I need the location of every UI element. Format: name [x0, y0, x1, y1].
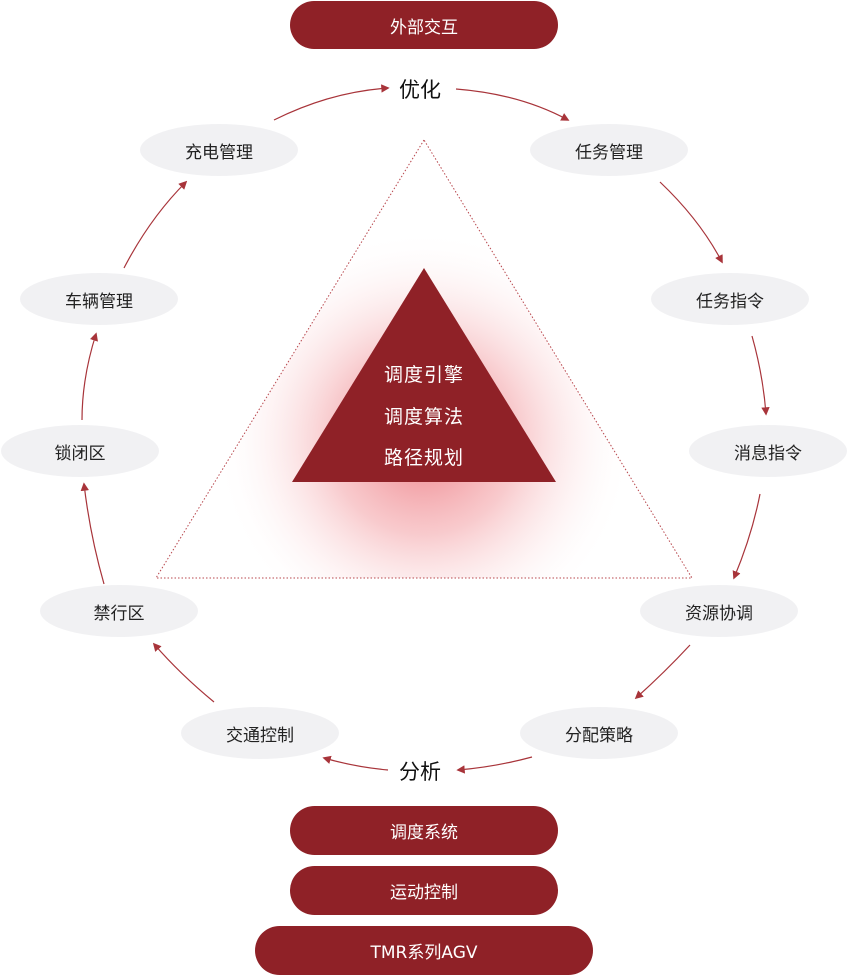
arrow-analyze-to-traffic: [322, 755, 389, 771]
core-line-engine: 调度引擎: [383, 364, 464, 386]
node-allocation-strategy: 分配策略: [520, 707, 678, 759]
node-label: 分配策略: [565, 725, 633, 746]
arrow-charging-to-optimize: [273, 84, 390, 121]
arrow-task-cmd-to-msg-cmd: [751, 335, 770, 416]
arrow-strategy-to-analyze: [456, 756, 533, 774]
node-label: 任务指令: [696, 291, 764, 312]
tmr-agv-pill: TMR系列AGV: [255, 926, 593, 975]
analyze-label: 分析: [399, 760, 441, 784]
node-label: 充电管理: [185, 142, 253, 163]
core-line-path-planning: 路径规划: [383, 447, 464, 469]
node-traffic-control: 交通控制: [181, 707, 339, 759]
dispatch-system-label: 调度系统: [390, 823, 458, 843]
node-message-command: 消息指令: [689, 425, 847, 477]
arrow-forbid-to-lock: [80, 482, 105, 585]
core-triangle: [292, 268, 556, 482]
node-lock-zone: 锁闭区: [1, 425, 159, 477]
node-label: 任务管理: [575, 142, 643, 163]
arrow-lock-to-vehicle: [81, 332, 98, 421]
arrow-optimize-to-task-mgmt: [455, 88, 570, 121]
optimize-label: 优化: [399, 78, 441, 102]
dispatch-system-pill: 调度系统: [290, 806, 558, 855]
external-interaction-label: 外部交互: [390, 17, 458, 38]
node-label: 交通控制: [226, 725, 294, 746]
node-label: 锁闭区: [54, 443, 106, 464]
node-task-command: 任务指令: [651, 273, 809, 325]
arrow-resource-to-strategy: [634, 644, 691, 700]
node-resource-coordination: 资源协调: [640, 585, 798, 637]
node-task-management: 任务管理: [530, 124, 688, 176]
node-label: 消息指令: [734, 443, 802, 464]
node-charging-management: 充电管理: [140, 124, 298, 176]
node-label: 资源协调: [685, 603, 753, 624]
arrow-task-mgmt-to-task-cmd: [659, 181, 723, 264]
core-line-algorithm: 调度算法: [383, 406, 464, 428]
motion-control-label: 运动控制: [390, 883, 458, 903]
arrow-msg-cmd-to-resource: [732, 493, 761, 580]
node-vehicle-management: 车辆管理: [20, 273, 178, 325]
node-label: 车辆管理: [65, 291, 133, 312]
node-forbidden-zone: 禁行区: [40, 585, 198, 637]
tmr-agv-label: TMR系列AGV: [370, 943, 478, 963]
motion-control-pill: 运动控制: [290, 866, 558, 915]
node-label: 禁行区: [93, 603, 145, 624]
arrow-traffic-to-forbid: [152, 642, 215, 703]
arrow-vehicle-to-charging: [123, 180, 188, 269]
external-interaction-pill: 外部交互: [290, 1, 558, 49]
